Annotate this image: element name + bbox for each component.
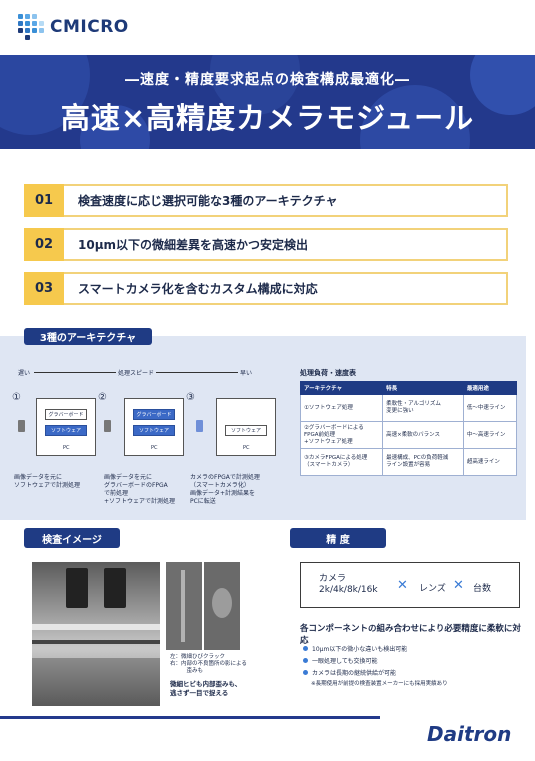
- software-block: ソフトウェア: [45, 425, 87, 436]
- table-cell: 最速構成、PCの負荷軽減 ライン設置が容易: [382, 448, 464, 476]
- hero-title: 高速×高精度カメラモジュール: [60, 101, 475, 135]
- diagram-3-number: ③: [186, 392, 195, 403]
- speed-axis-label: 処理スピード: [118, 370, 155, 377]
- diagram-2-pc-box: グラバーボード ソフトウェア PC: [124, 398, 184, 456]
- precision-combo-box: カメラ 2k/4k/8k/16k ✕ レンズ ✕ 台数: [300, 562, 520, 608]
- speed-fast-label: 早い: [240, 370, 253, 377]
- inspection-caption-2: 右：内部の不良箇所の影による 歪みも: [170, 661, 247, 674]
- bullet-text: 10µm以下の微小な違いも検出可能: [312, 646, 408, 653]
- inspection-caption-1: 左：微細ひびクラック: [170, 654, 226, 660]
- precision-note: ※長期使用が前提の検査装置メーカーにも採用実績あり: [311, 681, 448, 687]
- feature-text: 10µm以下の微細差異を高速かつ安定検出: [78, 238, 309, 252]
- footer-rule: [0, 716, 380, 746]
- table-row: ②グラバーボードによる FPGA前処理 +ソフトウェア処理 高速×柔軟のバランス…: [299, 421, 518, 449]
- camera-label: カメラ: [319, 574, 347, 584]
- pc-label: PC: [151, 445, 158, 451]
- table-header-row: アーキテクチャ 特長 最適用途: [299, 381, 518, 395]
- cross-icon: ✕: [397, 578, 408, 593]
- cross-icon: ✕: [453, 578, 464, 593]
- diagram-1-desc: 画像データを元に ソフトウェアで計測処理: [14, 474, 81, 489]
- bullet-text: カメラは長期の継続供給が可能: [312, 670, 397, 677]
- feature-number: 01: [24, 184, 64, 217]
- table-cell: 超高速ライン: [462, 448, 518, 476]
- diagram-3-desc: カメラのFPGAで計測処理 （スマートカメラ化） 画像データ+計測結果を PCに…: [190, 474, 260, 505]
- pc-label: PC: [63, 445, 70, 451]
- count-label: 台数: [473, 584, 492, 594]
- table-row: ①ソフトウェア処理 柔軟性・アルゴリズム 変更に強い 低～中速ライン: [299, 394, 518, 422]
- table-cell: 柔軟性・アルゴリズム 変更に強い: [382, 394, 464, 422]
- speed-axis-left: [34, 372, 116, 373]
- inspection-heading: 検査イメージ: [24, 528, 120, 548]
- logo-text: CMICRO: [50, 17, 129, 37]
- crack-sample-image: [166, 562, 202, 650]
- table-header: アーキテクチャ: [299, 381, 384, 395]
- diagram-2-desc: 画像データを元に グラバーボードのFPGA で前処理 +ソフトウェアで計測処理: [104, 474, 176, 505]
- table-cell: 中～高速ライン: [462, 421, 518, 449]
- grabber-board: グラバーボード: [45, 409, 87, 420]
- table-header: 最適用途: [462, 381, 518, 395]
- precision-flex-title: 各コンポーネントの組み合わせにより必要精度に柔軟に対応: [300, 624, 521, 646]
- feature-number: 03: [24, 272, 64, 305]
- diagram-2-number: ②: [98, 392, 107, 403]
- table-cell: ②グラバーボードによる FPGA前処理 +ソフトウェア処理: [299, 421, 384, 449]
- precision-bullet: 一眼処理しても交換可能: [303, 656, 378, 665]
- processing-title: 処理負荷・速度表: [300, 369, 356, 377]
- feature-item-1: 01 検査速度に応じ選択可能な3種のアーキテクチャ: [24, 184, 508, 217]
- feature-number: 02: [24, 228, 64, 261]
- feature-text: 検査速度に応じ選択可能な3種のアーキテクチャ: [78, 194, 338, 208]
- distortion-sample-image: [204, 562, 240, 650]
- table-cell: 高速×柔軟のバランス: [382, 421, 464, 449]
- processing-table: アーキテクチャ 特長 最適用途 ①ソフトウェア処理 柔軟性・アルゴリズム 変更に…: [299, 381, 518, 476]
- cmicro-logo: CMICRO: [18, 10, 129, 44]
- camera-icon: [104, 420, 111, 432]
- precision-heading: 精 度: [290, 528, 386, 548]
- pc-label: PC: [243, 445, 250, 451]
- table-cell: 低～中速ライン: [462, 394, 518, 422]
- camera-icon: [18, 420, 25, 432]
- bullet-dot-icon: [303, 670, 308, 675]
- inspection-summary: 微細ヒビも内部歪みも、 逃さず一目で捉える: [170, 680, 242, 697]
- logo-grid-icon: [18, 14, 44, 40]
- software-block: ソフトウェア: [225, 425, 267, 436]
- table-row: ③カメラFPGAによる処理 （スマートカメラ） 最速構成、PCの負荷軽減 ライン…: [299, 448, 518, 476]
- feature-item-3: 03 スマートカメラ化を含むカスタム構成に対応: [24, 272, 508, 305]
- architecture-heading: 3種のアーキテクチャ: [24, 328, 152, 345]
- bullet-dot-icon: [303, 646, 308, 651]
- lens-label: レンズ: [419, 584, 446, 594]
- table-cell: ①ソフトウェア処理: [299, 394, 384, 422]
- precision-bullet: カメラは長期の継続供給が可能: [303, 668, 396, 677]
- speed-axis-right: [156, 372, 238, 373]
- table-header: 特長: [382, 381, 464, 395]
- precision-bullet: 10µm以下の微小な違いも検出可能: [303, 644, 407, 653]
- speed-slow-label: 遅い: [18, 370, 31, 377]
- diagram-1-pc-box: グラバーボード ソフトウェア PC: [36, 398, 96, 456]
- table-cell: ③カメラFPGAによる処理 （スマートカメラ）: [299, 448, 384, 476]
- bullet-dot-icon: [303, 658, 308, 663]
- camera-resolution: 2k/4k/8k/16k: [319, 585, 378, 595]
- bullet-text: 一眼処理しても交換可能: [312, 658, 378, 665]
- software-block: ソフトウェア: [133, 425, 175, 436]
- diagram-3-pc-box: ソフトウェア PC: [216, 398, 276, 456]
- feature-item-2: 02 10µm以下の微細差異を高速かつ安定検出: [24, 228, 508, 261]
- grabber-board: グラバーボード: [133, 409, 175, 420]
- inspection-machine-photo: [32, 562, 160, 706]
- feature-text: スマートカメラ化を含むカスタム構成に対応: [78, 282, 318, 296]
- daitron-logo: Daitron: [427, 722, 512, 746]
- hero-banner: ―速度・精度要求起点の検査構成最適化― 高速×高精度カメラモジュール: [0, 55, 535, 149]
- hero-subtitle: ―速度・精度要求起点の検査構成最適化―: [125, 72, 410, 88]
- smart-camera-icon: [196, 420, 203, 432]
- diagram-1-number: ①: [12, 392, 21, 403]
